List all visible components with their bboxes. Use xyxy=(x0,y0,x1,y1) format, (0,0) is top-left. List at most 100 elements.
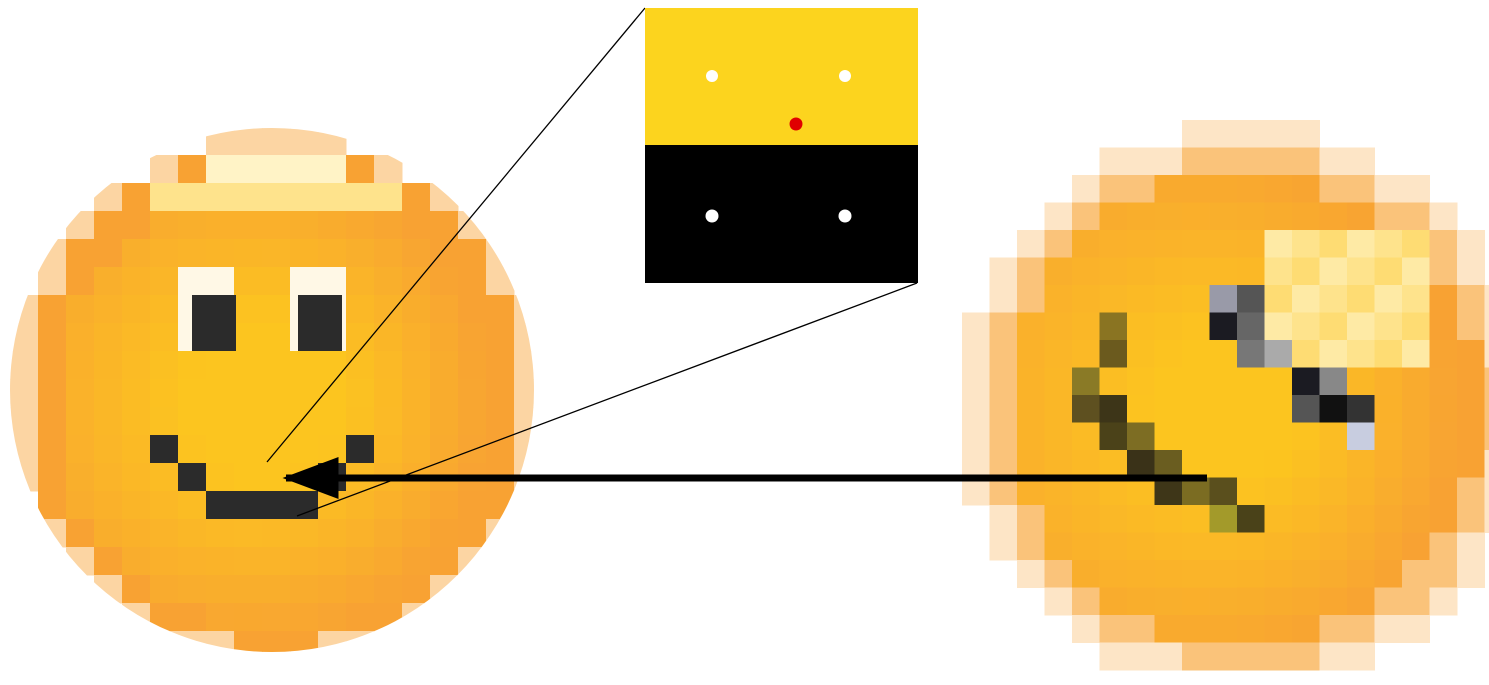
face-pixel xyxy=(374,267,403,296)
face-pixel xyxy=(374,603,403,632)
rotated-face-pixel xyxy=(1292,450,1320,478)
rotated-face-pixel xyxy=(1374,422,1403,451)
face-pixel xyxy=(234,519,263,548)
rotated-face-pixel xyxy=(1319,312,1348,341)
rotated-face-pixel xyxy=(1264,505,1293,533)
rotated-face-pixel xyxy=(1429,450,1458,478)
rotated-face-pixel xyxy=(1237,532,1265,561)
rotated-face-pixel xyxy=(1374,230,1403,258)
rotated-face-pixel xyxy=(1099,505,1128,533)
face-pixel xyxy=(318,519,347,548)
face-pixel xyxy=(290,211,319,240)
face-pixel xyxy=(486,407,515,436)
face-pixel xyxy=(318,128,347,156)
face-pixel xyxy=(206,463,235,492)
rotated-face-pixel xyxy=(1457,450,1485,478)
rotated-face-pixel xyxy=(1072,587,1100,616)
rotated-face-pixel xyxy=(1072,450,1100,478)
zoom-connector-line-upper xyxy=(266,7,646,463)
face-pixel xyxy=(458,547,487,576)
rotated-face-pixel xyxy=(1347,560,1375,588)
face-pixel xyxy=(374,155,403,184)
rotated-face-pixel xyxy=(989,477,1018,506)
face-pixel xyxy=(38,491,67,520)
face-pixel xyxy=(206,631,235,652)
rotated-face-pixel xyxy=(1347,367,1375,396)
rotated-face-pixel xyxy=(962,450,990,478)
face-pixel xyxy=(38,463,67,492)
rotated-face-pixel xyxy=(1292,477,1320,506)
rotated-face-pixel xyxy=(1292,312,1320,341)
rotated-face-pixel xyxy=(1182,560,1210,588)
rotated-face-pixel xyxy=(1154,395,1183,423)
rotated-face-pixel xyxy=(1154,257,1183,286)
rotated-face-pixel xyxy=(1099,285,1128,313)
face-pixel xyxy=(318,183,347,212)
face-pixel xyxy=(486,491,515,520)
rotated-face-pixel xyxy=(1017,505,1045,533)
face-pixel xyxy=(66,379,95,408)
face-pixel xyxy=(94,547,123,576)
rotated-face-pixel xyxy=(1457,560,1485,588)
sample-point-top-right xyxy=(839,70,851,82)
face-pixel xyxy=(150,379,179,408)
face-pixel xyxy=(346,603,375,632)
face-pixel xyxy=(318,631,347,652)
rotated-face-pixel xyxy=(1099,642,1128,671)
face-pixel xyxy=(234,435,263,464)
rotated-face-pixel xyxy=(1429,477,1458,506)
rotated-face-pixel xyxy=(1072,285,1100,313)
face-pixel xyxy=(514,295,534,324)
rotated-face-pixel xyxy=(1264,587,1293,616)
rotated-face-pixel xyxy=(1182,175,1210,203)
rotated-face-pixel xyxy=(962,367,990,396)
rotated-eye-pixel xyxy=(1209,285,1237,313)
rotated-face-pixel xyxy=(989,257,1018,286)
rotated-face-pixel xyxy=(1209,422,1238,451)
face-pixel xyxy=(346,519,375,548)
face-pixel xyxy=(150,463,179,492)
face-pixel xyxy=(66,211,95,240)
rotated-face-pixel xyxy=(1347,175,1375,203)
rotated-face-pixel xyxy=(1319,202,1348,231)
rotated-face-pixel xyxy=(1484,450,1489,478)
rotated-eye-pixel xyxy=(1237,312,1265,340)
rotated-face-pixel xyxy=(1347,642,1375,671)
face-pixel xyxy=(402,519,431,548)
rotated-face-pixel xyxy=(1127,285,1155,313)
face-pixel xyxy=(234,463,263,492)
face-pixel xyxy=(178,239,207,268)
rotated-face-pixel xyxy=(1429,340,1458,368)
rotated-face-pixel xyxy=(1209,147,1238,176)
face-pixel xyxy=(430,267,459,296)
face-pixel xyxy=(290,155,319,184)
face-pixel xyxy=(290,351,319,380)
rotated-face-pixel xyxy=(1457,505,1485,533)
face-pixel xyxy=(150,295,179,324)
rotated-face-pixel xyxy=(1154,615,1183,643)
face-pixel xyxy=(346,295,375,324)
rotated-eye-pixel xyxy=(1292,367,1320,395)
rotated-face-pixel xyxy=(1072,312,1100,341)
face-pixel xyxy=(66,519,95,548)
face-pixel xyxy=(262,603,291,632)
rotated-mouth-pixel xyxy=(1099,312,1127,340)
rotated-face-pixel xyxy=(1484,312,1489,341)
face-pixel xyxy=(374,519,403,548)
rotated-face-pixel xyxy=(1209,230,1238,258)
rotated-face-pixel xyxy=(1402,312,1430,341)
face-pixel xyxy=(66,267,95,296)
rotated-face-pixel xyxy=(1402,615,1430,643)
face-pixel xyxy=(38,519,67,548)
rotated-face-pixel xyxy=(1017,230,1045,258)
face-pixel xyxy=(150,631,179,652)
face-pixel xyxy=(66,463,95,492)
face-pixel xyxy=(122,407,151,436)
rotated-face-pixel xyxy=(1457,257,1485,286)
face-pixel xyxy=(206,519,235,548)
face-pixel xyxy=(178,491,207,520)
face-pixel xyxy=(346,183,375,212)
rotated-face-pixel xyxy=(1099,367,1128,396)
face-pixel xyxy=(94,323,123,352)
face-pixel xyxy=(206,407,235,436)
